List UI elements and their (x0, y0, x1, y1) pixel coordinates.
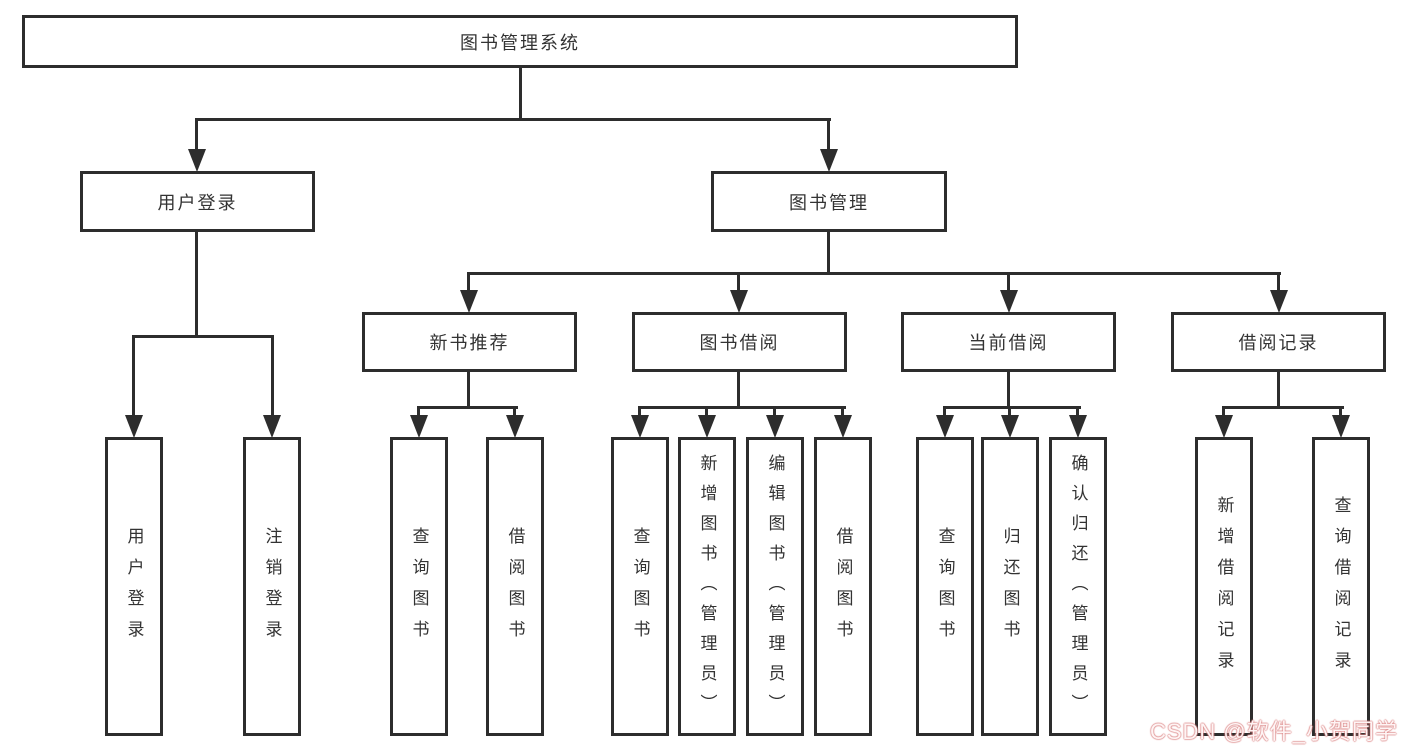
arrowhead-icon (698, 415, 716, 438)
node-new-book-recommend: 新书推荐 (362, 312, 577, 372)
connector-level3-drop (737, 272, 740, 293)
connector-leaf-drop (773, 406, 776, 418)
connector-borrow-records-stem (1277, 372, 1280, 406)
connector-level3-drop (467, 272, 470, 293)
leaf-confirm-return-admin: 确认归还（管理员） (1049, 437, 1107, 736)
arrowhead-icon (730, 290, 748, 313)
connector-leaf-drop (1008, 406, 1011, 418)
connector-user-login-rail (132, 335, 274, 338)
node-root: 图书管理系统 (22, 15, 1018, 68)
leaf-label: 查询图书 (409, 526, 429, 651)
connector-new-book-rail (417, 406, 518, 409)
arrowhead-icon (1270, 290, 1288, 313)
leaf-label: 查询借阅记录 (1331, 495, 1351, 682)
connector-leaf-drop (1339, 406, 1342, 418)
connector-leaf-drop (271, 335, 274, 418)
node-borrowing-records-label: 借阅记录 (1238, 333, 1319, 353)
leaf-query-borrow-record: 查询借阅记录 (1312, 437, 1370, 736)
leaf-label: 查询图书 (935, 526, 955, 651)
leaf-label: 注销登录 (262, 526, 282, 651)
arrowhead-icon (1215, 415, 1233, 438)
node-borrowing-records: 借阅记录 (1171, 312, 1386, 372)
connector-book-mgmt-drop (827, 118, 830, 152)
connector-user-login-stem (195, 232, 198, 335)
leaf-add-borrow-record: 新增借阅记录 (1195, 437, 1253, 736)
leaf-logout: 注销登录 (243, 437, 301, 736)
connector-leaf-drop (638, 406, 641, 418)
leaf-query-books-1: 查询图书 (390, 437, 448, 736)
node-book-borrowing-label: 图书借阅 (699, 333, 780, 353)
leaf-label: 借阅图书 (833, 526, 853, 651)
connector-root-stem (519, 68, 522, 118)
connector-user-login-drop (195, 118, 198, 152)
arrowhead-icon (125, 415, 143, 438)
connector-leaf-drop (705, 406, 708, 418)
arrowhead-icon (188, 149, 206, 172)
connector-leaf-drop (1076, 406, 1079, 418)
connector-leaf-drop (1222, 406, 1225, 418)
connector-root-rail (195, 118, 831, 121)
leaf-label: 编辑图书（管理员） (765, 453, 785, 724)
arrowhead-icon (1001, 415, 1019, 438)
connector-level3-drop (1277, 272, 1280, 293)
connector-level3-drop (1007, 272, 1010, 293)
leaf-query-books-3: 查询图书 (916, 437, 974, 736)
connector-borrow-records-rail (1222, 406, 1344, 409)
connector-leaf-drop (943, 406, 946, 418)
arrowhead-icon (1332, 415, 1350, 438)
leaf-label: 用户登录 (124, 526, 144, 651)
arrowhead-icon (1000, 290, 1018, 313)
leaf-return-books: 归还图书 (981, 437, 1039, 736)
arrowhead-icon (506, 415, 524, 438)
connector-book-borrow-rail (638, 406, 846, 409)
arrowhead-icon (410, 415, 428, 438)
leaf-label: 确认归还（管理员） (1068, 453, 1088, 724)
leaf-label: 新增图书（管理员） (697, 453, 717, 724)
connector-current-borrow-rail (943, 406, 1081, 409)
node-user-login: 用户登录 (80, 171, 315, 232)
arrowhead-icon (820, 149, 838, 172)
arrowhead-icon (1069, 415, 1087, 438)
connector-leaf-drop (841, 406, 844, 418)
connector-book-borrow-stem (737, 372, 740, 406)
node-book-management: 图书管理 (711, 171, 947, 232)
connector-book-mgmt-stem (827, 232, 830, 272)
node-book-management-label: 图书管理 (789, 192, 869, 213)
leaf-add-books-admin: 新增图书（管理员） (678, 437, 736, 736)
leaf-query-books-2: 查询图书 (611, 437, 669, 736)
node-current-borrowing: 当前借阅 (901, 312, 1116, 372)
leaf-label: 借阅图书 (505, 526, 525, 651)
connector-new-book-stem (467, 372, 470, 406)
arrowhead-icon (263, 415, 281, 438)
arrowhead-icon (460, 290, 478, 313)
leaf-edit-books-admin: 编辑图书（管理员） (746, 437, 804, 736)
node-new-book-recommend-label: 新书推荐 (429, 333, 510, 353)
csdn-watermark: CSDN @软件_小贺同学 (1149, 719, 1398, 744)
connector-current-borrow-stem (1007, 372, 1010, 406)
connector-leaf-drop (132, 335, 135, 418)
connector-leaf-drop (417, 406, 420, 418)
node-user-login-label: 用户登录 (157, 192, 238, 213)
connector-leaf-drop (513, 406, 516, 418)
leaf-label: 查询图书 (630, 526, 650, 651)
arrowhead-icon (766, 415, 784, 438)
node-current-borrowing-label: 当前借阅 (968, 333, 1049, 353)
node-book-borrowing: 图书借阅 (632, 312, 847, 372)
connector-book-mgmt-rail (467, 272, 1281, 275)
leaf-borrow-books-1: 借阅图书 (486, 437, 544, 736)
arrowhead-icon (834, 415, 852, 438)
leaf-label: 新增借阅记录 (1214, 495, 1234, 682)
arrowhead-icon (631, 415, 649, 438)
leaf-user-login: 用户登录 (105, 437, 163, 736)
leaf-borrow-books-2: 借阅图书 (814, 437, 872, 736)
leaf-label: 归还图书 (1000, 526, 1020, 651)
node-root-label: 图书管理系统 (460, 32, 580, 53)
arrowhead-icon (936, 415, 954, 438)
